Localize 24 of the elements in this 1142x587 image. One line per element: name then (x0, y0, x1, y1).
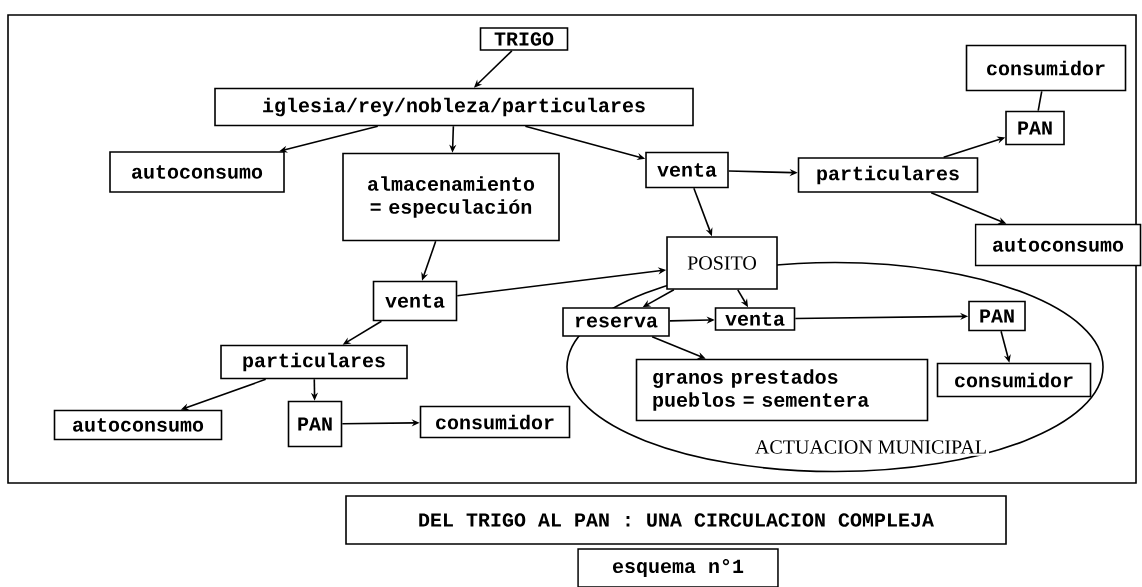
process-box: PAN (287, 400, 343, 448)
process-box: venta (714, 307, 796, 331)
process-box: granos prestados pueblos = sementera (635, 358, 929, 422)
process-box: venta (645, 151, 729, 189)
process-box: autoconsumo (109, 151, 285, 193)
process-box: autoconsumo (974, 223, 1142, 267)
process-box: TRIGO (479, 27, 569, 51)
connector-line (1037, 90, 1043, 112)
process-box: almacenamiento = especulación (342, 152, 560, 242)
process-box: reserva (562, 307, 670, 337)
process-box: PAN (968, 300, 1026, 332)
region-label: ACTUACION MUNICIPAL (753, 438, 990, 456)
title-box: DEL TRIGO AL PAN : UNA CIRCULACION COMPLEJA (345, 495, 1007, 545)
process-box: consumidor (965, 44, 1127, 92)
process-box: PAN (1005, 110, 1065, 146)
process-box: particulares (220, 344, 408, 380)
process-box: esquema n°1 (577, 548, 779, 587)
process-box: POSITO (666, 236, 778, 290)
process-box: consumidor (936, 362, 1092, 398)
process-box: venta (372, 280, 458, 322)
process-box: autoconsumo (53, 409, 223, 441)
process-box: iglesia/rey/nobleza/particulares (214, 87, 694, 127)
process-box: particulares (797, 157, 979, 193)
process-box: consumidor (419, 405, 571, 439)
